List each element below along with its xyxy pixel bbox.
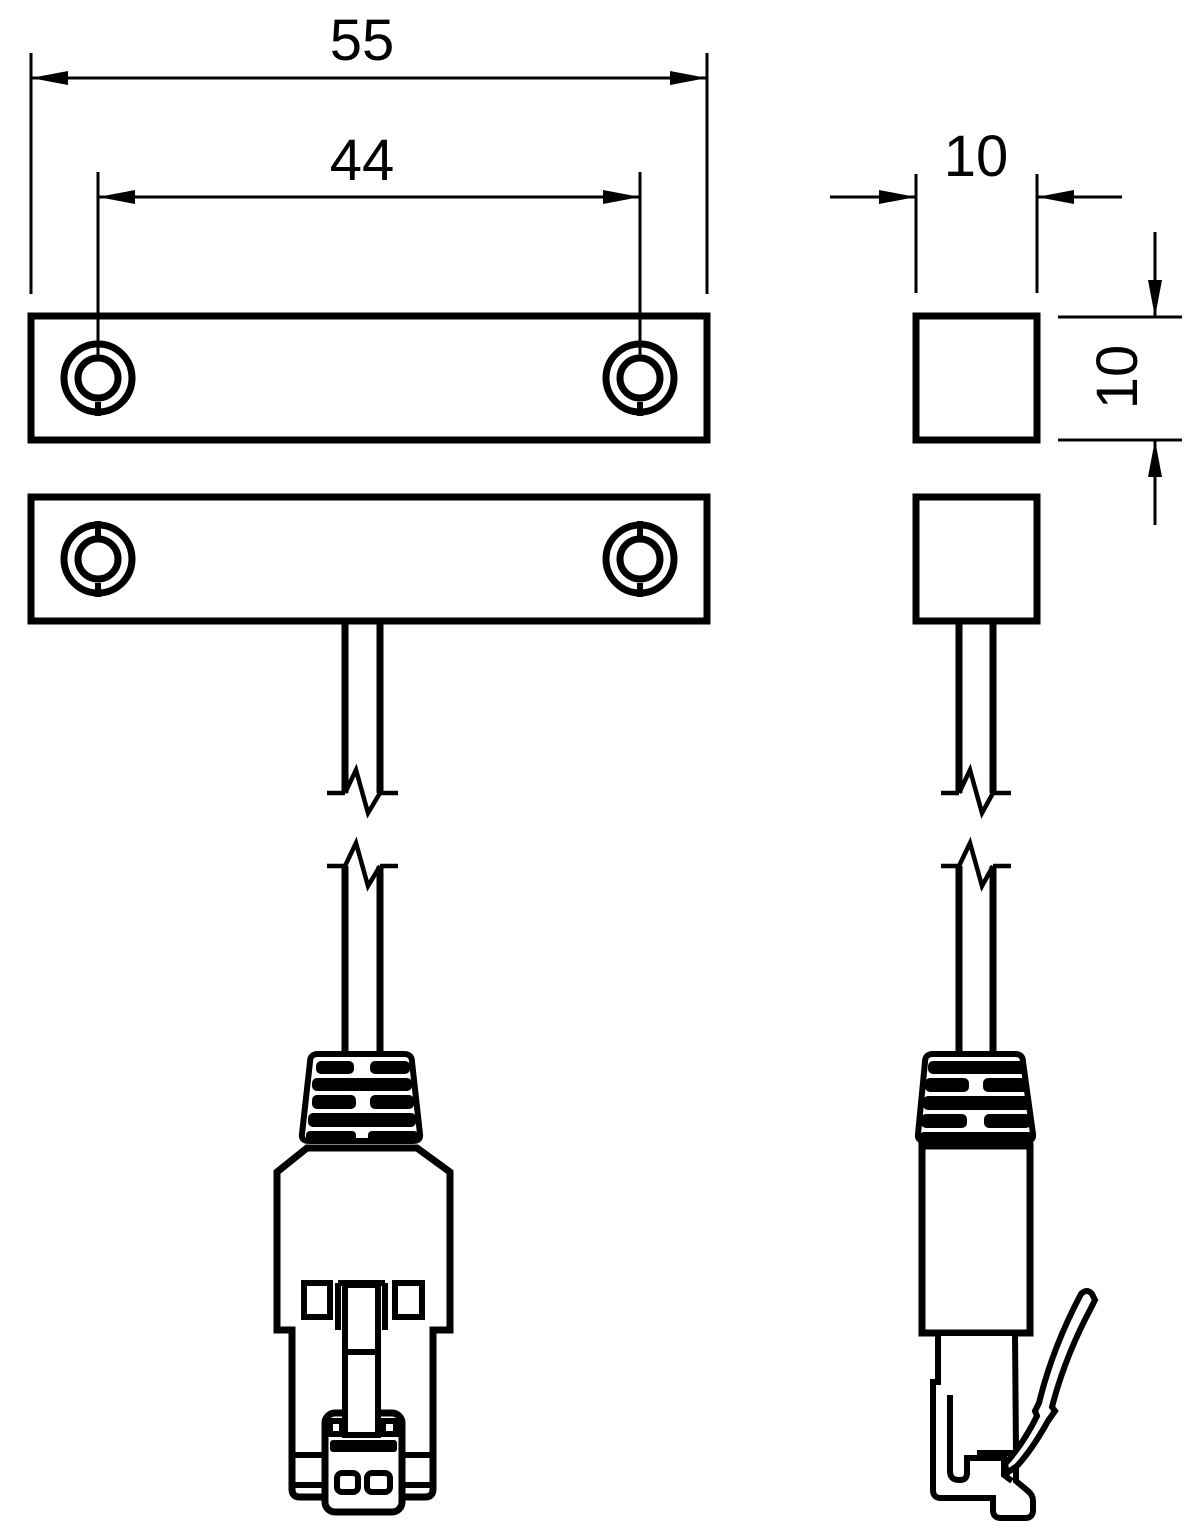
boot-rib (923, 1096, 1031, 1110)
sensor-bar-front (27, 493, 711, 625)
sensor-bar-body (27, 493, 711, 625)
arrowhead-right (1037, 190, 1074, 204)
boot-rib (925, 1078, 969, 1092)
magnet-bar-front (27, 312, 711, 444)
boot-rib (370, 1095, 414, 1109)
latch-window-left (301, 1280, 333, 1320)
break-zigzag (342, 763, 382, 819)
boot-rib (921, 1114, 967, 1128)
cable-break-symbol (327, 763, 398, 819)
boot-rib (920, 1132, 1032, 1141)
connector-body-outline (918, 1142, 1034, 1337)
sensor-bar-side (912, 493, 1041, 625)
boot-rib (370, 1061, 410, 1074)
boot-rib (308, 1113, 416, 1127)
side-view: 10 10 (830, 124, 1182, 1521)
arrowhead-bottom (1148, 440, 1162, 477)
screw-hole-inner (74, 535, 122, 583)
break-zigzag (956, 836, 995, 892)
latch-slot (947, 1395, 1014, 1484)
cable-break-symbol (327, 836, 398, 892)
contact-slot (364, 1470, 393, 1495)
magnet-bar-side (912, 312, 1041, 444)
boot-rib (984, 1114, 1031, 1128)
cable-break-symbol (941, 763, 1011, 819)
strain-relief-boot-front (298, 1051, 424, 1144)
latch-lever (1001, 1288, 1099, 1479)
boot-rib (316, 1061, 354, 1074)
latch-bar (342, 1282, 381, 1438)
dimension-depth: 10 (830, 124, 1122, 293)
latch-block-notch (380, 1418, 399, 1437)
arrowhead-left (31, 71, 68, 85)
boot-rib (928, 1061, 1026, 1074)
boot-rib (312, 1078, 412, 1091)
dimension-overall-width: 55 (29, 8, 709, 294)
break-zigzag (342, 836, 382, 892)
dimension-hole-spacing-label: 44 (330, 128, 395, 193)
cable-side (941, 621, 1011, 1054)
strain-relief-boot-side (914, 1051, 1037, 1144)
front-view: 55 44 (27, 8, 711, 1516)
latch-window-right (392, 1280, 425, 1320)
break-zigzag (956, 763, 995, 819)
dimension-hole-spacing: 44 (96, 128, 642, 356)
arrowhead-right (670, 71, 707, 85)
dimension-height: 10 (1058, 232, 1182, 525)
cable-front (327, 621, 398, 1054)
boot-rib (306, 1131, 356, 1141)
cable-break-symbol (941, 836, 1011, 892)
boot-rib (312, 1095, 356, 1109)
screw-hole-inner (616, 535, 664, 583)
boot-rib (983, 1078, 1028, 1092)
screw-hole-inner (616, 354, 664, 402)
latch-block-notch (327, 1418, 345, 1437)
magnet-bar-body (27, 312, 711, 444)
arrowhead-left (879, 190, 916, 204)
dimension-depth-label: 10 (944, 124, 1009, 189)
arrowhead-right (603, 190, 640, 204)
arrowhead-top (1148, 280, 1162, 317)
connector-side (918, 1142, 1099, 1521)
contact-slot (334, 1470, 361, 1495)
screw-hole-inner (74, 354, 122, 402)
boot-rib (368, 1131, 418, 1141)
latch-block-band (330, 1440, 397, 1452)
dimension-height-label: 10 (1085, 345, 1150, 410)
arrowhead-left (98, 190, 135, 204)
dimension-overall-width-label: 55 (330, 8, 395, 73)
connector-front (273, 1144, 454, 1516)
